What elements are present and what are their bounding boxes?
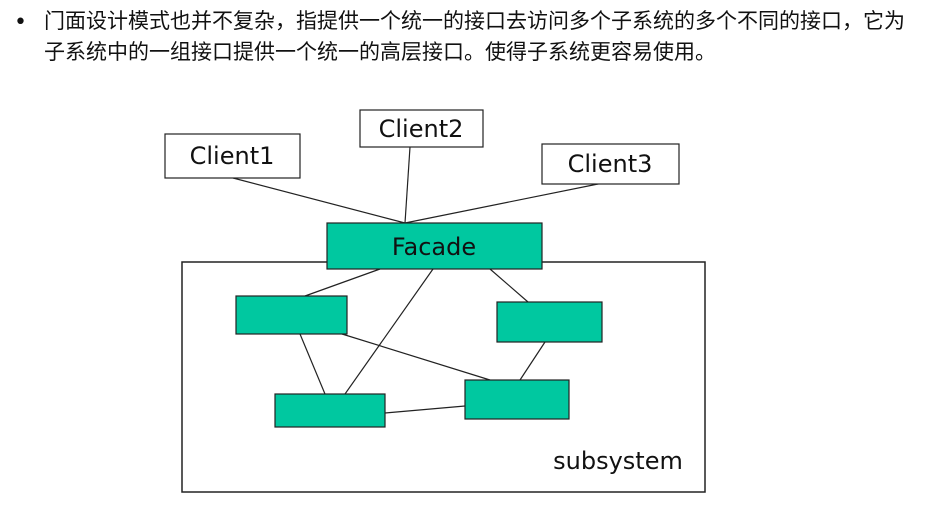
bullet-point: • 门面设计模式也并不复杂，指提供一个统一的接口去访问多个子系统的多个不同的接口… [0, 0, 950, 80]
client1-label: Client1 [190, 142, 275, 170]
bullet-symbol: • [14, 10, 27, 35]
connector-client2-facade [404, 146, 411, 224]
subsystem-component-4 [464, 379, 570, 420]
subsystem-label: subsystem [553, 447, 683, 475]
bullet-text: 门面设计模式也并不复杂，指提供一个统一的接口去访问多个子系统的多个不同的接口，它… [44, 9, 905, 64]
subsystem-component-2 [496, 301, 603, 343]
connector-facade-comp2 [489, 268, 529, 303]
connector-comp2-comp4 [519, 341, 546, 381]
connector-comp3-comp4 [384, 405, 466, 414]
client2-box: Client2 [359, 109, 484, 148]
subsystem-component-3 [274, 393, 386, 428]
connector-client1-facade [232, 177, 406, 224]
client3-box: Client3 [541, 143, 680, 185]
client3-label: Client3 [568, 150, 653, 178]
client2-label: Client2 [379, 115, 464, 143]
connector-facade-comp3 [344, 268, 434, 395]
connector-comp1-comp3 [299, 333, 326, 395]
client1-box: Client1 [164, 133, 301, 179]
connector-facade-comp1 [304, 268, 381, 297]
facade-box: Facade [326, 222, 543, 270]
connector-comp1-comp4 [341, 333, 491, 381]
facade-label: Facade [392, 233, 476, 261]
subsystem-component-1 [235, 295, 348, 335]
connector-client3-facade [404, 182, 604, 224]
